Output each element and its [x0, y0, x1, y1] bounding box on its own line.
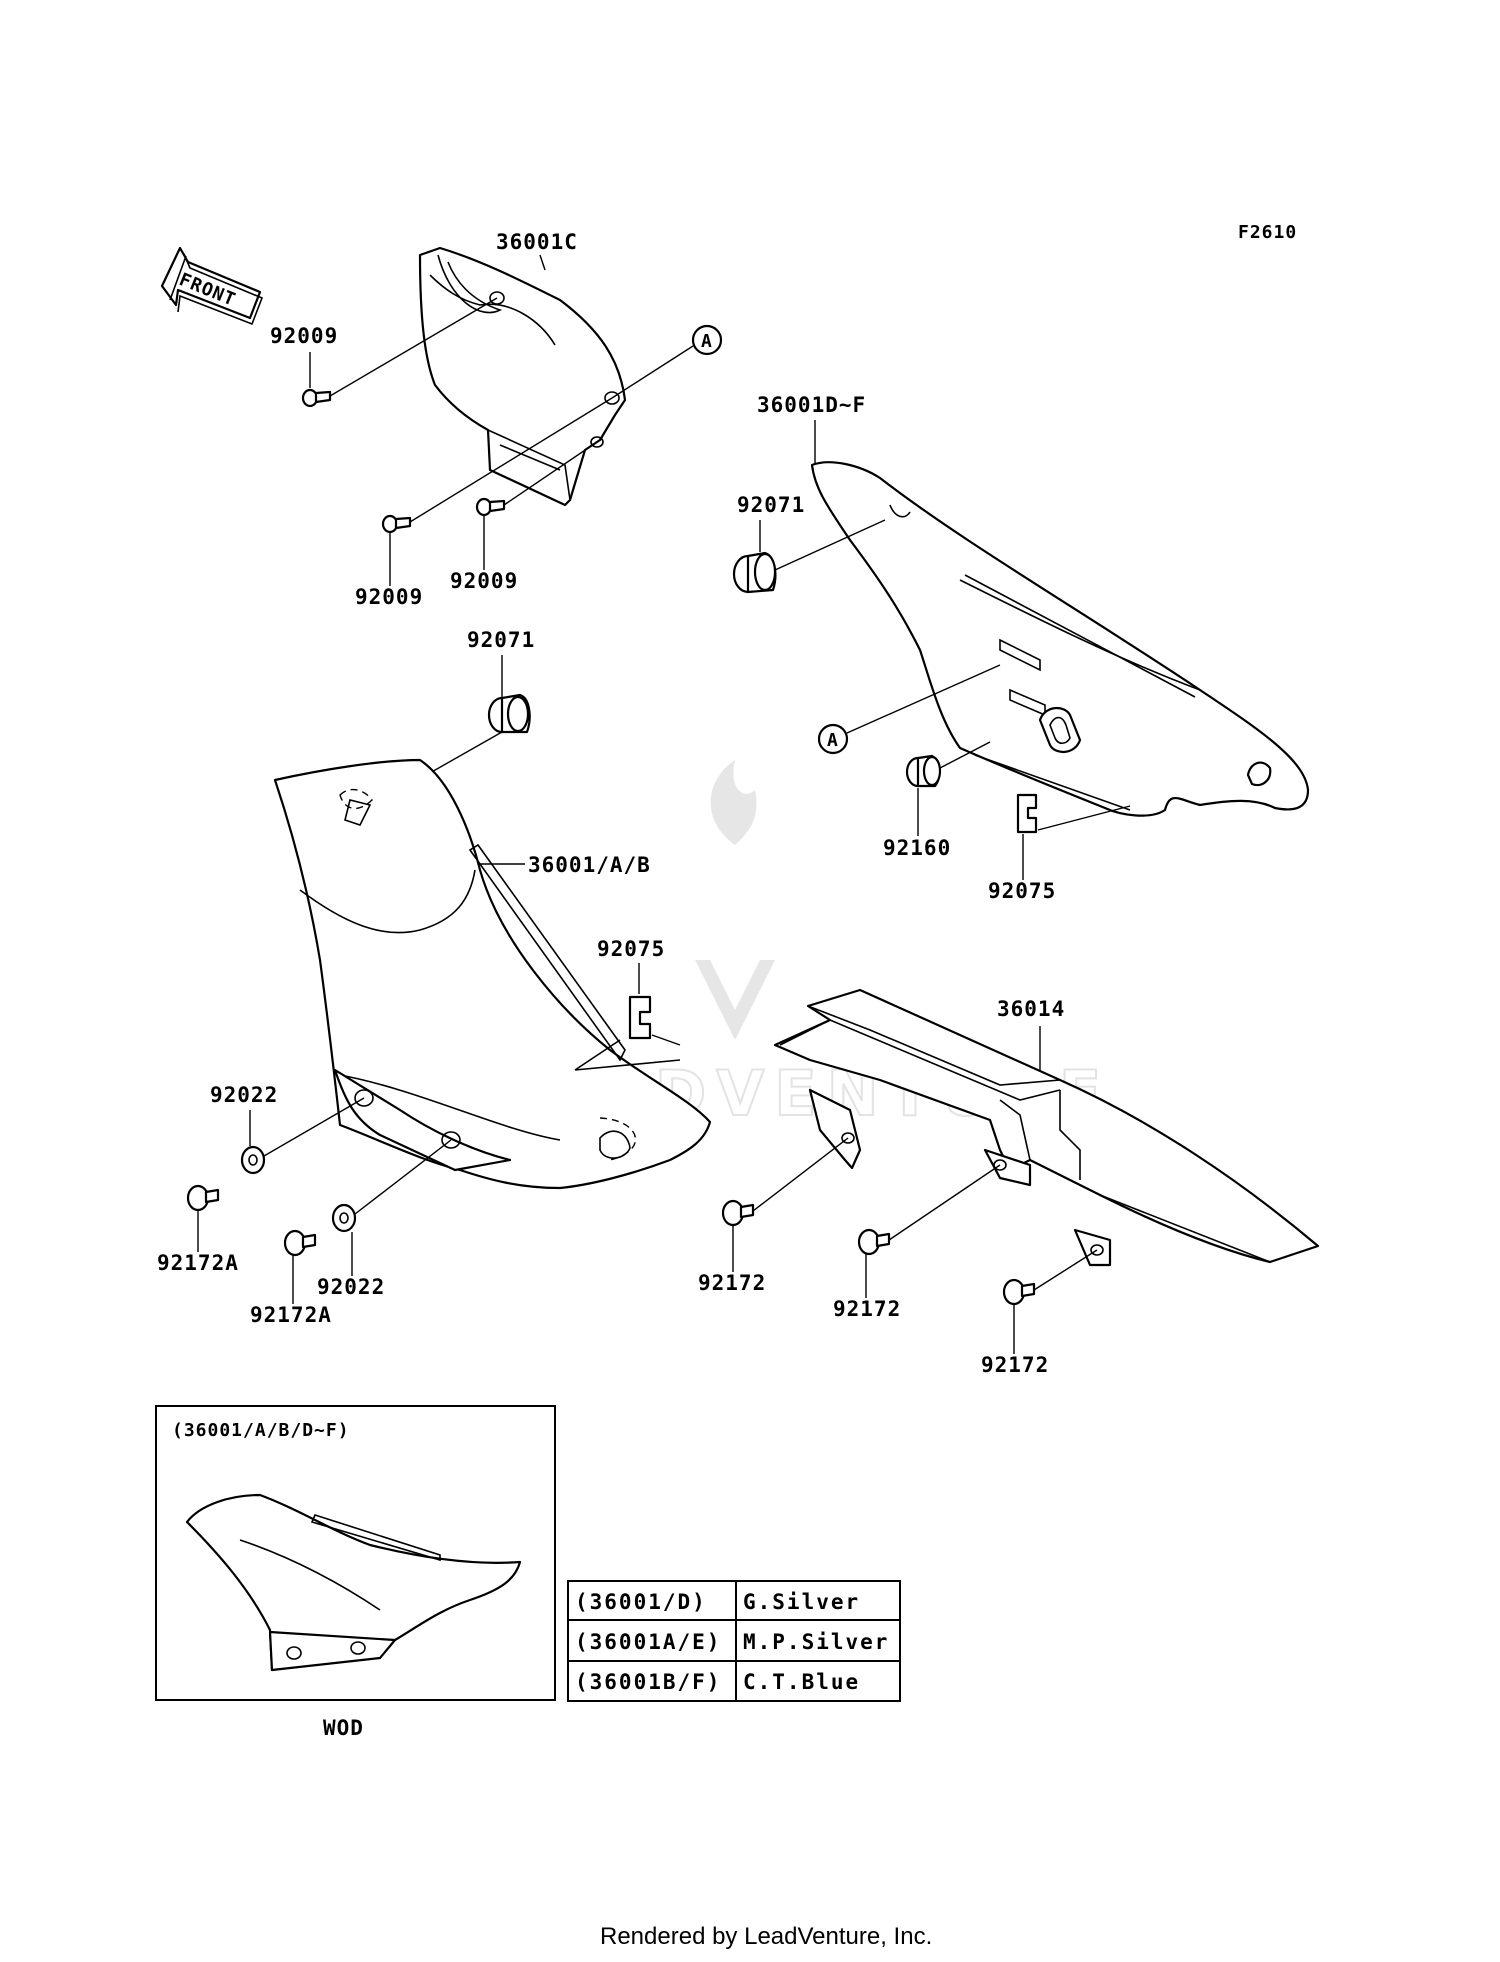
grommet-92071-right — [732, 551, 777, 594]
label-92160: 92160 — [883, 836, 951, 860]
label-36001-a-b: 36001/A/B — [528, 853, 651, 877]
bolt-92009-a — [301, 388, 332, 408]
callout-a-right: A — [817, 723, 849, 755]
washer-92022-b — [331, 1203, 357, 1233]
label-92009-b: 92009 — [355, 585, 423, 609]
collar-92160 — [905, 754, 942, 788]
svg-text:A: A — [827, 730, 839, 751]
screw-92172-a — [721, 1199, 755, 1227]
label-92022-b: 92022 — [317, 1275, 385, 1299]
color-table-code-3: (36001B/F) — [575, 1670, 721, 1694]
label-36001d-f: 36001D~F — [757, 393, 866, 417]
inset-caption: WOD — [323, 1716, 364, 1740]
grommet-92071-left — [487, 693, 531, 734]
label-92172-b: 92172 — [833, 1297, 901, 1321]
inset-box: (36001/A/B/D~F) WOD — [155, 1405, 556, 1740]
svg-text:A: A — [701, 331, 713, 352]
washer-92022-a — [240, 1145, 266, 1175]
label-92022-a: 92022 — [210, 1083, 278, 1107]
footer-credit: Rendered by LeadVenture, Inc. — [600, 1923, 932, 1950]
label-92172-a: 92172 — [698, 1271, 766, 1295]
front-arrow-icon: FRONT — [160, 246, 264, 326]
color-table-color-2: M.P.Silver — [743, 1630, 889, 1654]
color-table: (36001/D) G.Silver (36001A/E) M.P.Silver… — [567, 1580, 901, 1702]
label-92075-right: 92075 — [988, 879, 1056, 903]
color-table-color-3: C.T.Blue — [743, 1670, 860, 1694]
label-92071-right: 92071 — [737, 493, 805, 517]
screw-92172-c — [1002, 1278, 1036, 1306]
color-table-code-2: (36001A/E) — [575, 1630, 721, 1654]
label-92172a-b: 92172A — [250, 1303, 332, 1327]
label-92071-left: 92071 — [467, 628, 535, 652]
color-table-color-1: G.Silver — [743, 1590, 860, 1614]
part-36014-chain-guard — [773, 988, 1320, 1267]
bolt-92009-b — [381, 514, 412, 534]
clip-92075-right — [1016, 793, 1038, 834]
part-36001d-f-side-cover — [810, 461, 1310, 817]
color-table-code-1: (36001/D) — [575, 1590, 707, 1614]
screw-92172-b — [857, 1228, 891, 1256]
label-92075-left: 92075 — [597, 937, 665, 961]
label-92009-a: 92009 — [270, 324, 338, 348]
label-92009-c: 92009 — [450, 569, 518, 593]
part-36001-a-b-side-cover — [273, 758, 712, 1190]
part-36001c-cover — [418, 246, 627, 507]
screw-92172a-b — [283, 1229, 317, 1257]
bolt-92009-c — [475, 497, 506, 517]
screw-92172a-a — [186, 1184, 220, 1212]
inset-side-cover-illustration — [185, 1493, 522, 1672]
clip-92075-left — [628, 995, 652, 1040]
label-36001c: 36001C — [496, 230, 578, 254]
inset-title: (36001/A/B/D~F) — [172, 1420, 350, 1441]
label-92172-c: 92172 — [981, 1353, 1049, 1377]
callout-a-top: A — [691, 324, 723, 356]
label-36014: 36014 — [997, 997, 1065, 1021]
figure-id: F2610 — [1238, 222, 1297, 243]
label-92172a-a: 92172A — [157, 1251, 239, 1275]
